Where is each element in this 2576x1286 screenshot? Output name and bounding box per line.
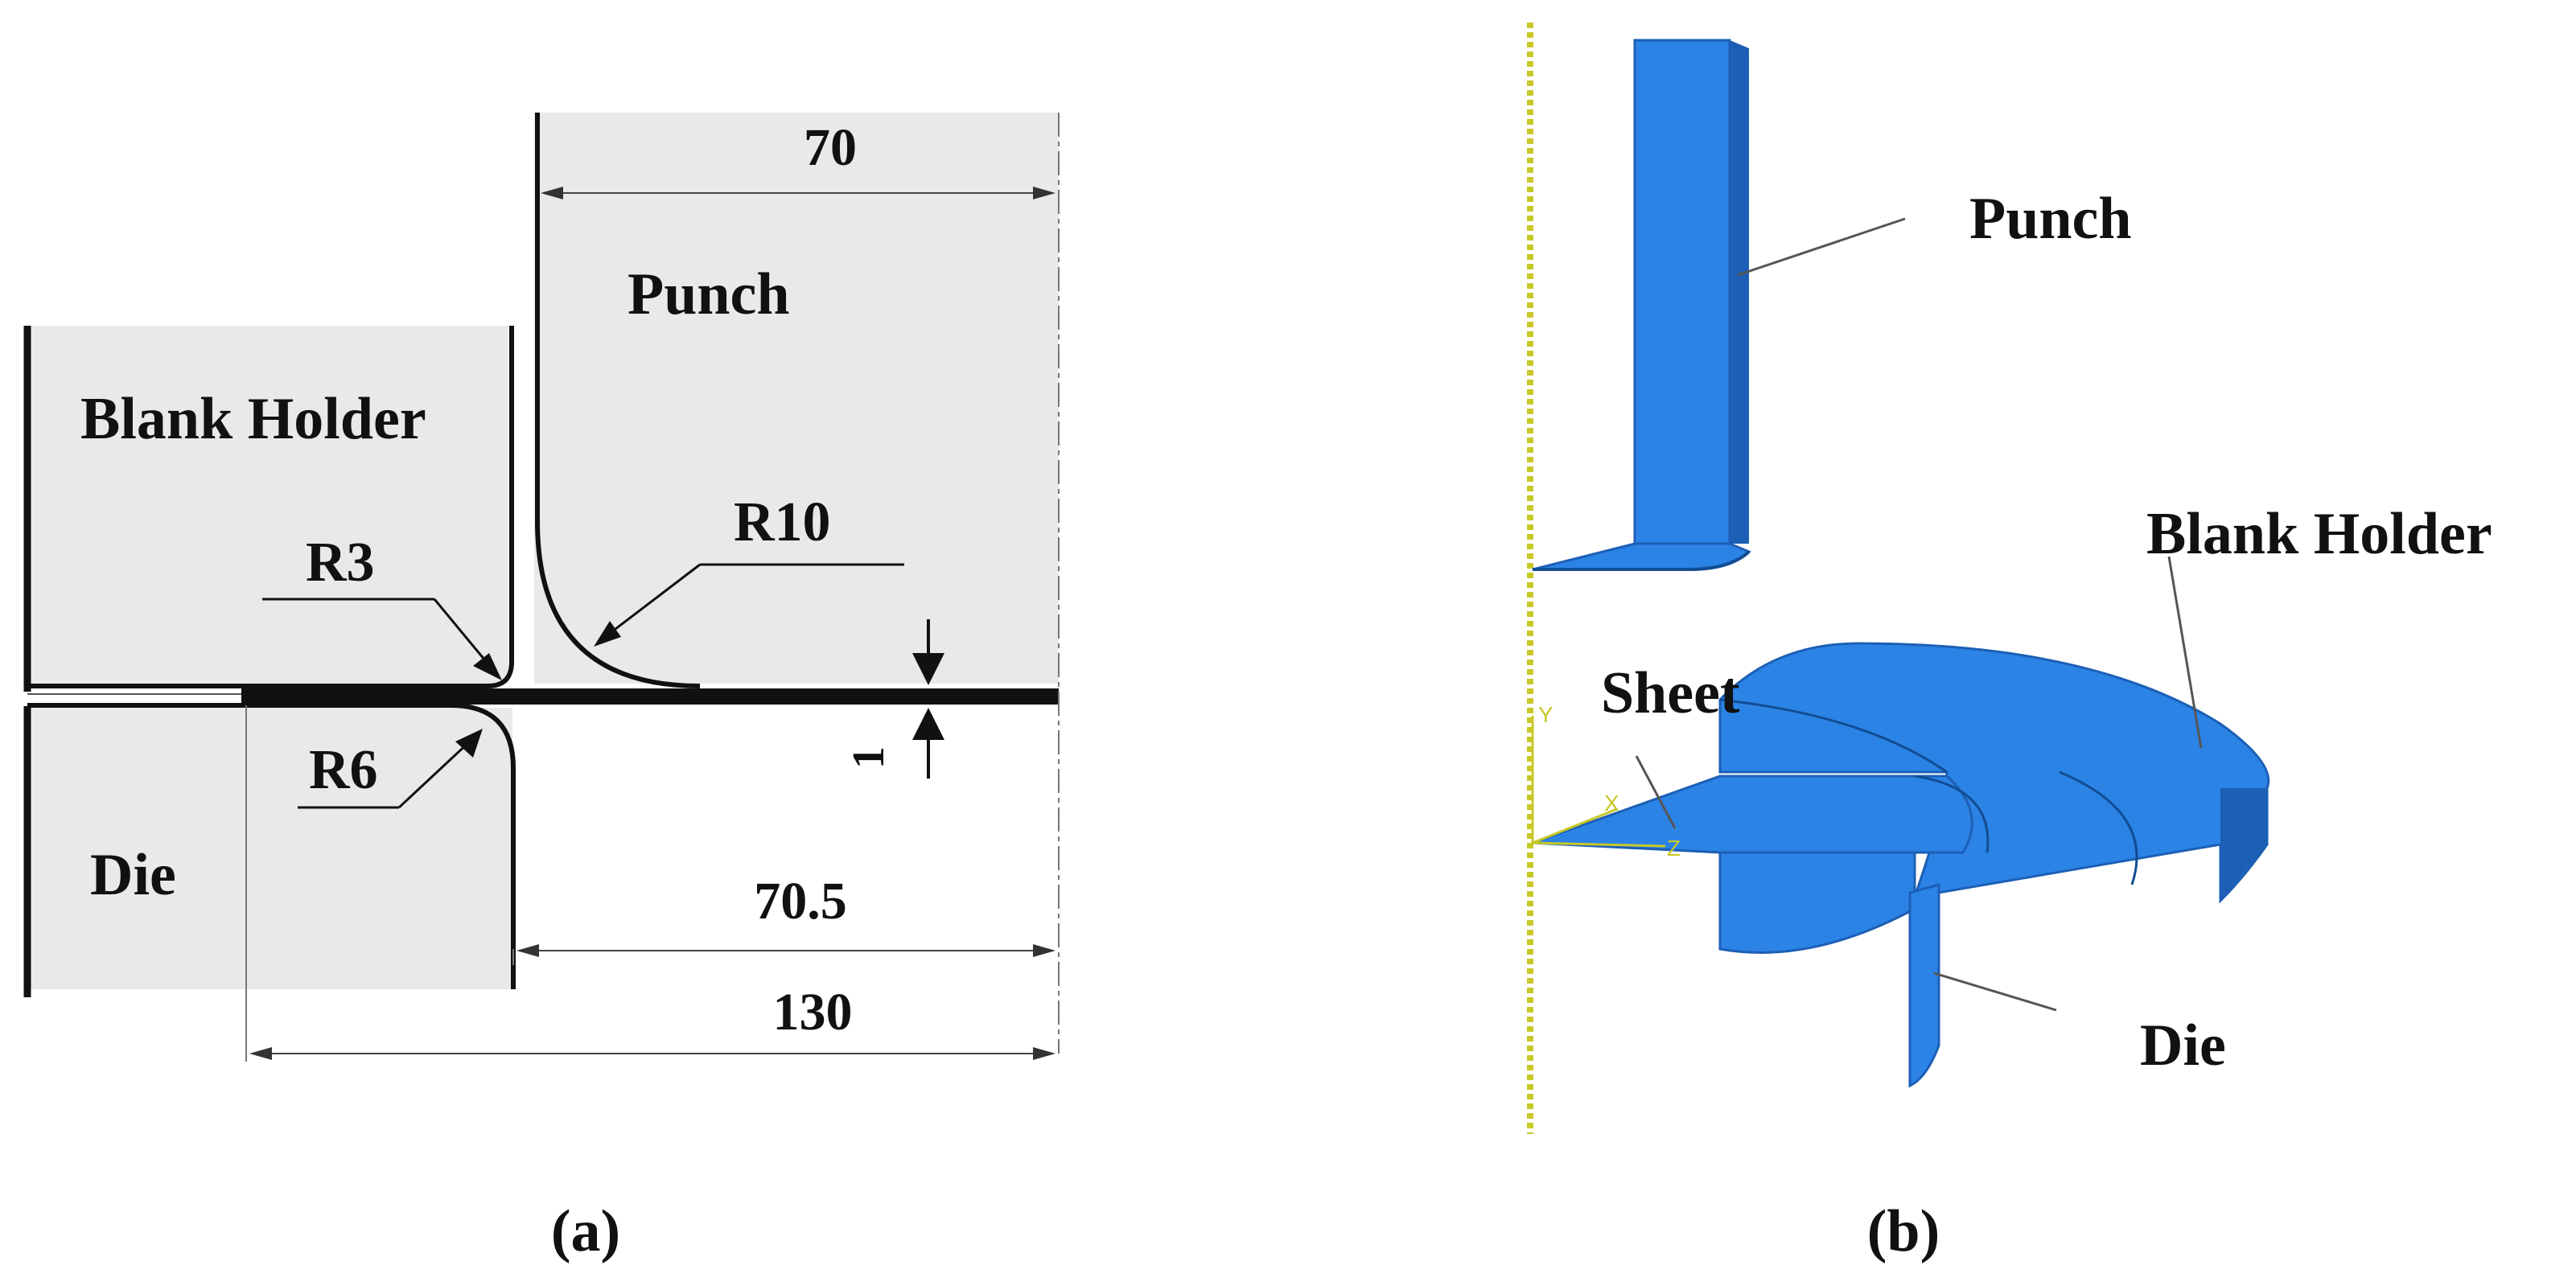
punch-leader	[1737, 217, 1906, 277]
sheet	[241, 688, 1059, 705]
label-blank-holder-a: Blank Holder	[80, 386, 426, 452]
axis-label-x: X	[1604, 791, 1619, 816]
dimension-punch-width	[541, 187, 1056, 199]
blank-holder-profile	[27, 326, 514, 688]
dim-total-width-text: 130	[773, 983, 853, 1042]
coordinate-triad	[1531, 716, 1666, 848]
sheet-3d	[1532, 770, 2138, 885]
label-punch-a: Punch	[628, 261, 790, 327]
blank-holder-leader	[2167, 556, 2203, 749]
label-sheet: Sheet	[1601, 660, 1740, 726]
panel-b: Y X Z Punch Blank Holder Sheet Die (b)	[1527, 23, 2492, 1264]
label-r10: R10	[734, 491, 831, 553]
r3-leader	[262, 598, 502, 680]
dimension-total-width	[249, 1047, 1056, 1060]
caption-b: (b)	[1867, 1198, 1940, 1264]
label-blank-holder-b: Blank Holder	[2146, 501, 2492, 567]
thickness-arrows	[912, 619, 944, 779]
label-r6: R6	[309, 739, 378, 801]
die-profile	[27, 703, 516, 989]
dimension-die-opening	[516, 944, 1056, 957]
dim-die-opening-text: 70.5	[754, 872, 847, 931]
r10-leader	[594, 563, 904, 647]
axis-label-z: Z	[1667, 836, 1681, 861]
blank-holder-3d	[1718, 642, 2270, 904]
punch-profile	[535, 113, 701, 688]
caption-a: (a)	[551, 1198, 620, 1264]
dim-punch-width-text: 70	[804, 118, 857, 177]
dim-thickness-text: 1	[844, 746, 894, 769]
sheet-leader	[1635, 755, 1677, 829]
axis-label-y: Y	[1538, 702, 1553, 727]
label-die-a: Die	[90, 842, 176, 908]
punch-region	[534, 113, 1059, 684]
die-leader	[1933, 972, 2057, 1012]
punch-3d	[1532, 39, 1751, 571]
label-punch-b: Punch	[1969, 186, 2132, 252]
r6-leader	[298, 729, 483, 809]
label-r3: R3	[306, 532, 375, 594]
die-3d	[1718, 851, 1940, 1088]
die-region	[26, 708, 512, 989]
panel-a: 70 70.5 130 1	[23, 113, 1060, 1264]
label-die-b: Die	[2140, 1013, 2226, 1079]
blank-holder-region	[26, 326, 508, 684]
